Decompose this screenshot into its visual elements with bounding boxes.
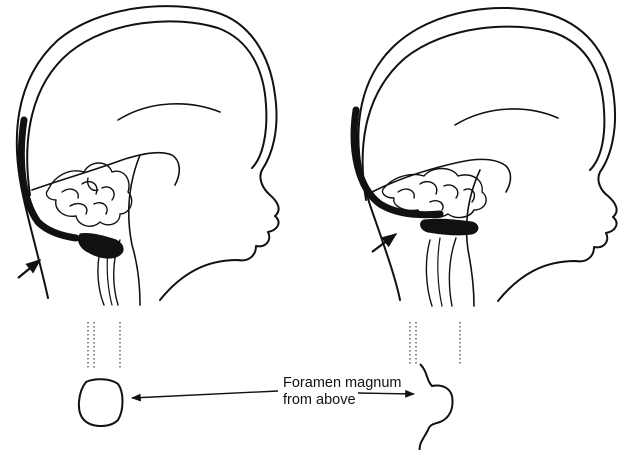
left-brainstem-line-front: [129, 155, 140, 305]
caption-arrow-left: [132, 391, 278, 398]
left-tentorium-line: [32, 153, 179, 190]
right-skull-outline: [358, 8, 616, 301]
left-pointer-arrow: [18, 260, 40, 278]
right-neck-line-back: [426, 240, 432, 306]
right-tonsil-mass: [421, 219, 478, 235]
right-tentorium-line: [372, 159, 511, 192]
left-tonsil-mass: [78, 233, 123, 258]
right-projection-lines: [410, 322, 460, 364]
right-foramen-magnum-shape: [420, 364, 453, 450]
left-head-illustration: [17, 6, 279, 305]
caption-line-1: Foramen magnum: [283, 375, 401, 392]
right-neck-line-inner: [438, 238, 442, 306]
right-head-illustration: [354, 8, 617, 306]
foramen-magnum-caption: Foramen magnum from above: [283, 375, 401, 409]
left-projection-lines: [88, 322, 120, 368]
right-brainstem-line-back: [449, 238, 456, 306]
left-cerebellum: [46, 163, 131, 226]
left-foramen-magnum-shape: [79, 379, 123, 426]
left-neck-line-back: [98, 250, 104, 305]
right-pointer-arrow: [372, 234, 396, 252]
left-brain-curve: [118, 104, 220, 120]
caption-line-2: from above: [283, 392, 401, 409]
right-brain-curve: [455, 109, 558, 125]
